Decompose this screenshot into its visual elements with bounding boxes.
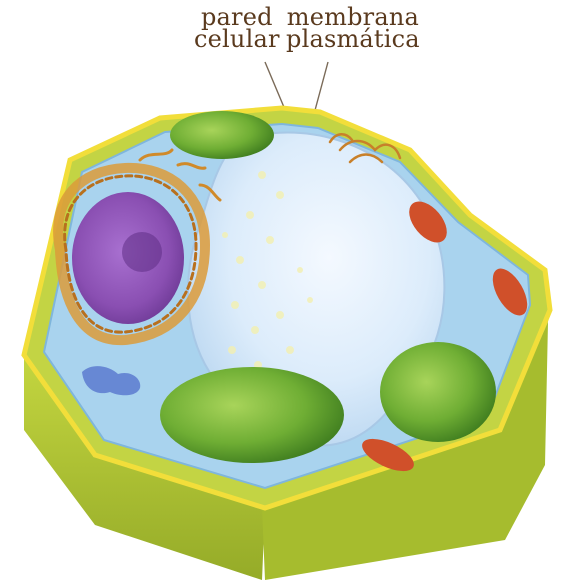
chloroplast-icon <box>380 342 496 442</box>
chloroplast-icon <box>160 367 344 463</box>
pared-leader-line <box>265 62 286 112</box>
chloroplast-icon <box>170 111 274 159</box>
membrana-leader-line <box>314 62 328 114</box>
nucleolus <box>122 232 162 272</box>
plasma-membrane-label-line2: plasmática <box>286 28 420 50</box>
cell-wall-label: pared celular <box>194 6 280 50</box>
cell-wall-label-line2: celular <box>194 28 280 50</box>
plasma-membrane-label: membrana plasmática <box>286 6 420 50</box>
